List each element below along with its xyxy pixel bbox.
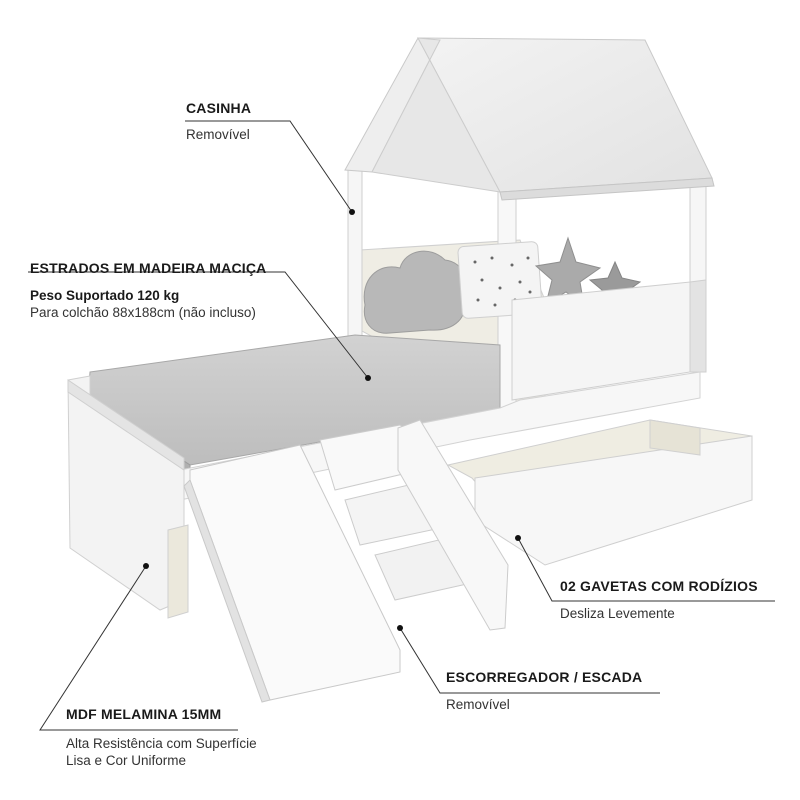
leader-lines [28, 120, 775, 731]
callout-gavetas: 02 GAVETAS COM RODÍZIOS Desliza Levement… [560, 578, 758, 624]
callout-escorregador-subtitle: Removível [446, 697, 510, 712]
callout-mdf-title: MDF MELAMINA 15MM [66, 706, 222, 722]
callout-mdf: MDF MELAMINA 15MM Alta Resistência com S… [66, 706, 257, 768]
escorregador-marker [397, 625, 403, 631]
callout-casinha-subtitle: Removível [186, 127, 250, 142]
callout-gavetas-subtitle: Desliza Levemente [560, 606, 675, 621]
callout-estrados-line1: Peso Suportado 120 kg [30, 288, 180, 303]
callout-estrados-line2: Para colchão 88x188cm (não incluso) [30, 305, 256, 320]
stairs [319, 419, 509, 631]
callout-casinha-title: CASINHA [186, 100, 252, 116]
callout-gavetas-title: 02 GAVETAS COM RODÍZIOS [560, 578, 758, 594]
callout-mdf-line1: Alta Resistência com Superfície [66, 736, 257, 751]
leader-dots [143, 209, 521, 631]
callout-casinha: CASINHA Removível [186, 100, 251, 145]
callout-escorregador: ESCORREGADOR / ESCADA Removível [446, 669, 642, 715]
slide [183, 444, 401, 703]
callout-escorregador-title: ESCORREGADOR / ESCADA [446, 669, 643, 685]
estrados-marker [365, 375, 371, 381]
casinha-marker [349, 209, 355, 215]
callout-estrados-title: ESTRADOS EM MADEIRA MACIÇA [30, 260, 267, 276]
house-roof [344, 37, 715, 201]
drawer [446, 419, 753, 566]
callout-mdf-line2: Lisa e Cor Uniforme [66, 753, 187, 768]
mdf-marker [143, 563, 149, 569]
gavetas-marker [515, 535, 521, 541]
guard-rail [511, 279, 707, 401]
callout-estrados: ESTRADOS EM MADEIRA MACIÇA Peso Suportad… [30, 260, 266, 320]
